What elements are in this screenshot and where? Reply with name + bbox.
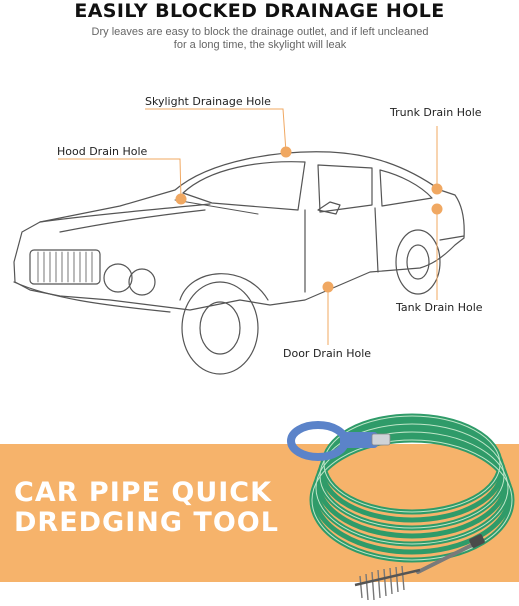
hood-drain-label: Hood Drain Hole [57, 145, 148, 158]
tank-drain-label: Tank Drain Hole [396, 301, 483, 314]
banner-line-1: CAR PIPE QUICK [14, 477, 273, 508]
page-subtitle: Dry leaves are easy to block the drainag… [91, 26, 429, 51]
skylight-drain-label: Skylight Drainage Hole [145, 95, 271, 108]
brush-icon [354, 534, 485, 601]
banner-line-2: DREDGING TOOL [14, 507, 279, 538]
door-drain-label: Door Drain Hole [283, 347, 372, 360]
page-title: EASILY BLOCKED DRAINAGE HOLE [74, 0, 445, 22]
trunk-drain-label: Trunk Drain Hole [390, 106, 482, 119]
ring-handle-icon [287, 421, 391, 461]
